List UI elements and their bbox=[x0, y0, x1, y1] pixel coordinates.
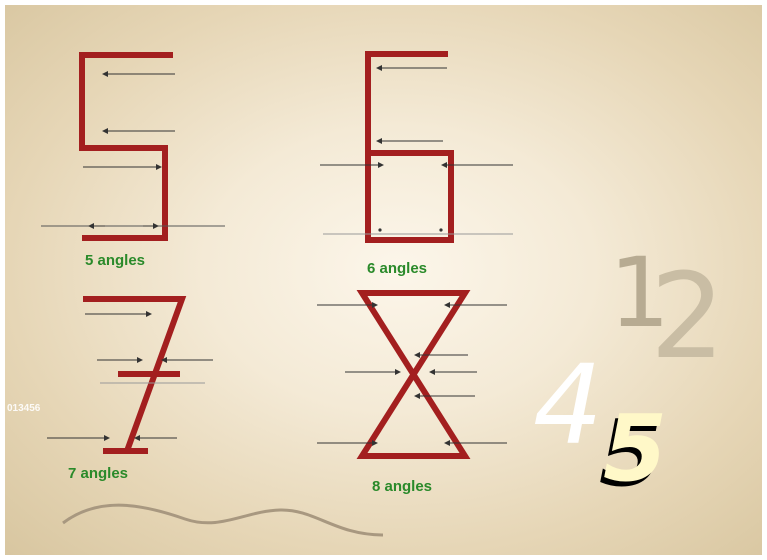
label-six: 6 angles bbox=[367, 260, 428, 277]
label-seven: 7 angles bbox=[68, 465, 129, 482]
decor-number-4: 4 bbox=[533, 341, 603, 469]
label-five: 5 angles bbox=[85, 252, 146, 269]
label-eight: 8 angles bbox=[372, 478, 433, 495]
decorative-wave bbox=[62, 503, 384, 537]
side-code: 013456 bbox=[7, 403, 41, 414]
digit-six-group bbox=[320, 51, 513, 243]
digit-six-shape bbox=[365, 51, 454, 243]
decor-number-2: 2 bbox=[650, 247, 726, 385]
digit-eight-group bbox=[317, 290, 507, 459]
decor-number-1: 1 bbox=[609, 237, 671, 349]
digit-seven-top bbox=[83, 296, 187, 453]
digit-eight-shape bbox=[356, 290, 471, 459]
angle-dot bbox=[439, 228, 443, 232]
digit-five-group bbox=[41, 52, 225, 241]
digit-diagram bbox=[41, 51, 513, 537]
digit-seven-group bbox=[47, 296, 213, 454]
angle-dot bbox=[378, 228, 382, 232]
digit-five-shape bbox=[79, 52, 173, 241]
slide: 5 angles 6 angles 7 angles 8 angles 0134… bbox=[5, 5, 762, 555]
decor-number-5: 5 bbox=[603, 395, 668, 502]
